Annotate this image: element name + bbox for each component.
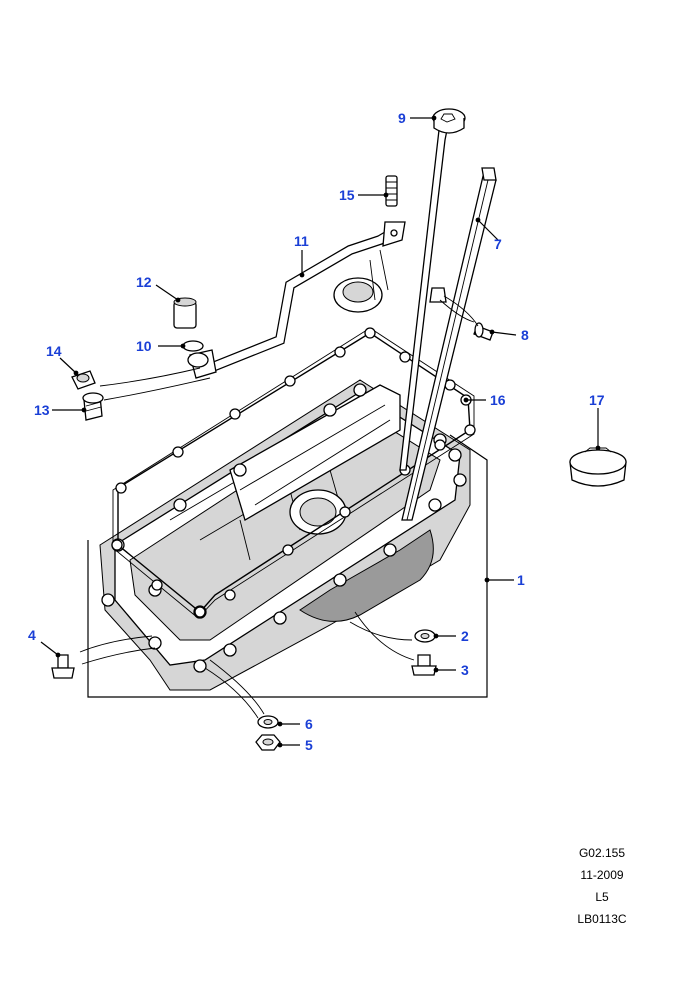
washer-lower xyxy=(257,715,279,729)
oil-return-tube xyxy=(187,221,406,379)
callout-4: 4 xyxy=(28,627,36,643)
dipstick-tube xyxy=(401,167,497,521)
oil-pan xyxy=(99,379,471,691)
callout-2: 2 xyxy=(461,628,469,644)
sleeve xyxy=(173,297,197,329)
callout-7: 7 xyxy=(494,236,502,252)
o-ring xyxy=(182,340,204,352)
callout-10: 10 xyxy=(136,338,152,354)
assembly-frame xyxy=(87,434,488,698)
bolt-left xyxy=(51,654,75,679)
washer-right xyxy=(414,629,436,643)
dipstick xyxy=(399,108,466,471)
flange-holes xyxy=(101,383,467,673)
callout-9: 9 xyxy=(398,110,406,126)
leader-lines xyxy=(40,115,601,748)
callout-15: 15 xyxy=(339,187,355,203)
screw xyxy=(473,322,494,341)
footer-code: L5 xyxy=(595,890,609,904)
oil-pan-gasket xyxy=(111,327,476,619)
callout-13: 13 xyxy=(34,402,50,418)
footer-illustration-code: LB0113C xyxy=(577,912,627,926)
bolt-right xyxy=(411,654,437,676)
callout-12: 12 xyxy=(136,274,152,290)
callout-8: 8 xyxy=(521,327,529,343)
nut-lower xyxy=(255,734,281,751)
callout-17: 17 xyxy=(589,392,605,408)
stud xyxy=(385,175,398,207)
callout-3: 3 xyxy=(461,662,469,678)
callout-1: 1 xyxy=(517,572,525,588)
callout-11: 11 xyxy=(294,233,309,249)
callout-16: 16 xyxy=(490,392,506,408)
callout-labels: 1 2 3 4 5 6 7 8 9 10 11 12 13 14 15 16 1… xyxy=(28,110,605,753)
seal-washer xyxy=(71,370,96,390)
footer-ref: G02.155 xyxy=(578,846,626,860)
footer-date: 11-2009 xyxy=(580,868,624,882)
drain-plug xyxy=(82,392,104,421)
callout-5: 5 xyxy=(305,737,313,753)
filler-cap xyxy=(569,447,627,487)
callout-14: 14 xyxy=(46,343,62,359)
callout-6: 6 xyxy=(305,716,313,732)
